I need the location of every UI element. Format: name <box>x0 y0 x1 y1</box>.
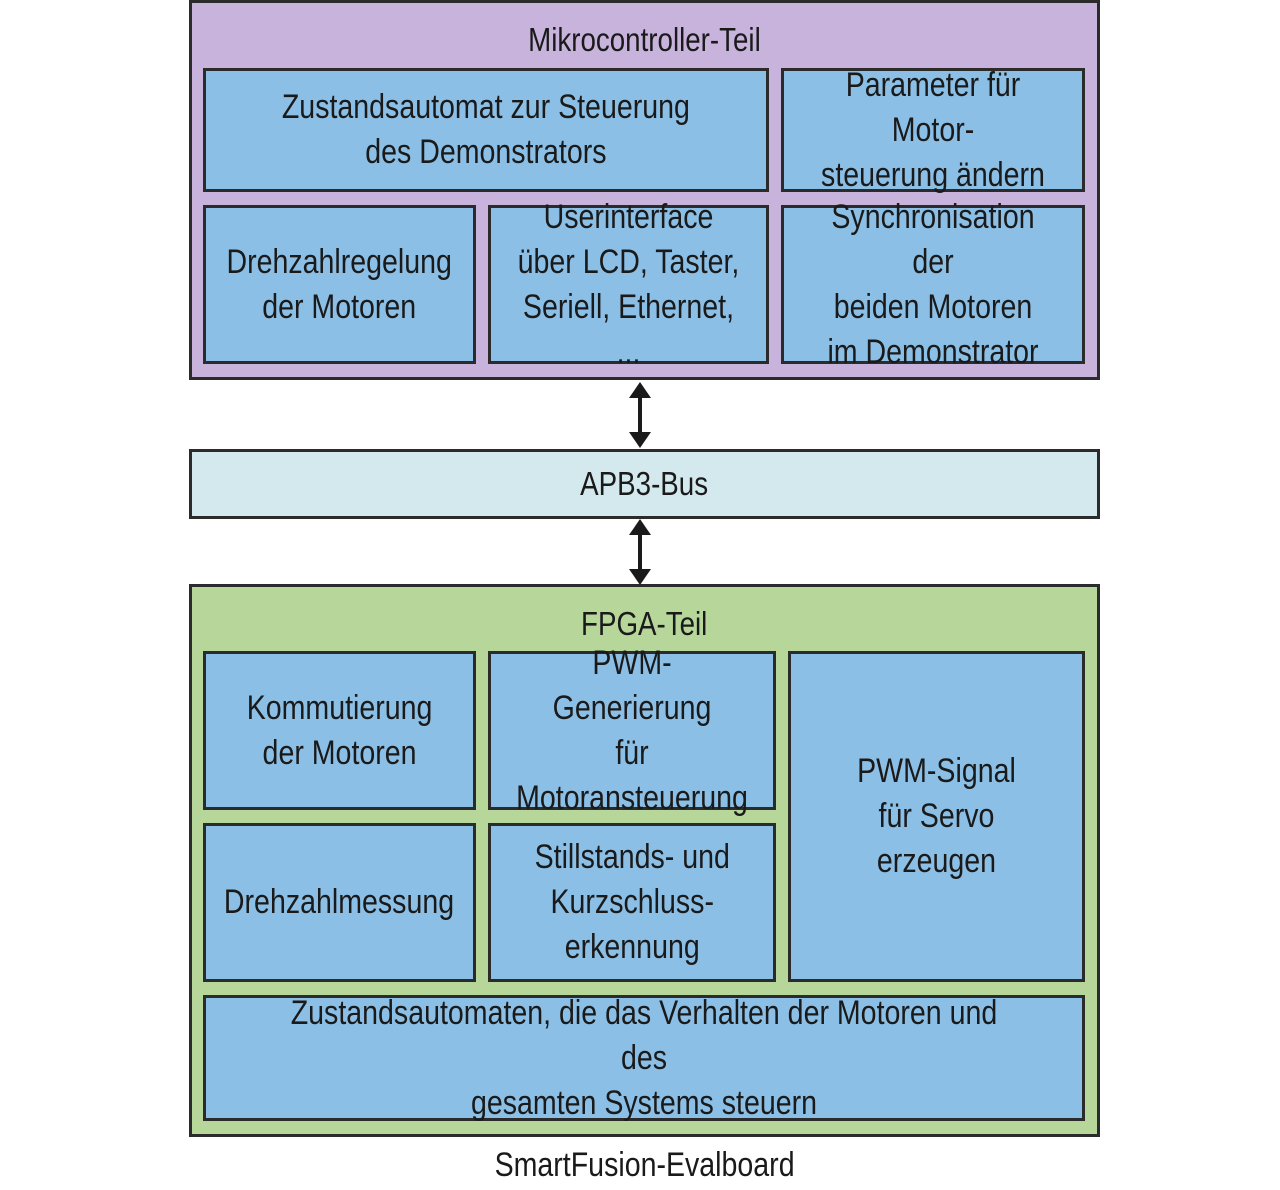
block-commutation: Kommutierung der Motoren <box>203 651 476 810</box>
board-caption: SmartFusion-Evalboard <box>189 1148 1100 1182</box>
bidirectional-arrow-bottom <box>629 519 651 585</box>
block-servo-pwm-label: PWM-Signal für Servo erzeugen <box>857 752 1016 880</box>
block-speed-measurement-label: Drehzahlmessung <box>224 883 455 921</box>
block-pwm-generation-label: PWM-Generierung für Motoransteuerung <box>516 643 748 817</box>
block-motor-parameters-label: Parameter für Motor- steuerung ändern <box>821 65 1045 194</box>
apb3-bus-label: APB3-Bus <box>580 465 709 502</box>
fpga-title: FPGA-Teil <box>192 607 1097 640</box>
microcontroller-title: Mikrocontroller-Teil <box>192 23 1097 56</box>
block-servo-pwm: PWM-Signal für Servo erzeugen <box>788 651 1085 982</box>
apb3-bus: APB3-Bus <box>189 449 1100 519</box>
block-state-machine-demonstrator: Zustandsautomat zur Steuerung des Demons… <box>203 68 769 192</box>
block-user-interface-label: Userinterface über LCD, Taster, Seriell,… <box>517 197 740 371</box>
block-state-machine-demonstrator-label: Zustandsautomat zur Steuerung des Demons… <box>281 88 691 171</box>
block-motor-synchronisation: Synchronisation der beiden Motoren im De… <box>781 198 1085 371</box>
block-pwm-generation: PWM-Generierung für Motoransteuerung <box>488 644 776 817</box>
block-system-state-machines-label: Zustandsautomaten, die das Verhalten der… <box>290 993 998 1122</box>
block-standstill-short-detection: Stillstands- und Kurzschluss- erkennung <box>488 823 776 982</box>
block-speed-control-label: Drehzahlregelung der Motoren <box>226 242 453 326</box>
block-system-state-machines: Zustandsautomaten, die das Verhalten der… <box>203 994 1085 1122</box>
board-caption-text: SmartFusion-Evalboard <box>494 1146 795 1184</box>
block-user-interface: Userinterface über LCD, Taster, Seriell,… <box>488 198 769 371</box>
fpga-title-text: FPGA-Teil <box>581 605 708 642</box>
microcontroller-title-text: Mikrocontroller-Teil <box>528 21 761 58</box>
block-standstill-short-detection-label: Stillstands- und Kurzschluss- erkennung <box>534 838 730 966</box>
bidirectional-arrow-top <box>629 382 651 448</box>
block-motor-parameters: Parameter für Motor- steuerung ändern <box>781 66 1085 194</box>
block-commutation-label: Kommutierung der Motoren <box>246 688 433 772</box>
block-motor-synchronisation-label: Synchronisation der beiden Motoren im De… <box>827 197 1039 371</box>
block-speed-measurement: Drehzahlmessung <box>203 823 476 982</box>
block-speed-control: Drehzahlregelung der Motoren <box>203 205 476 364</box>
